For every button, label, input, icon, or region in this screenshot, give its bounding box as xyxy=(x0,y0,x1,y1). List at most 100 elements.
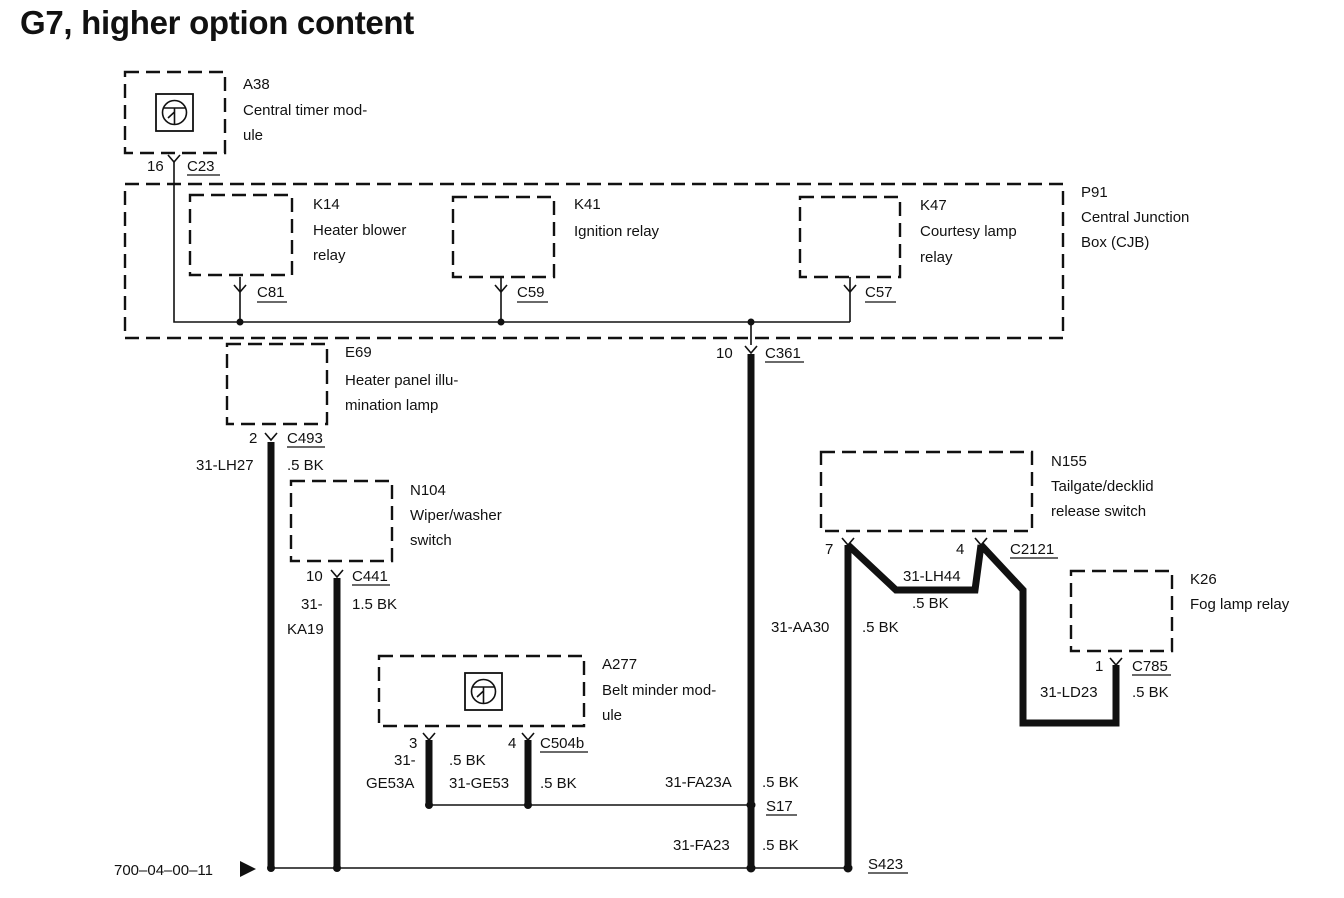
fa23a-size: .5 BK xyxy=(762,774,799,791)
e69-name-1: Heater panel illu- xyxy=(345,372,458,389)
connector-chevron-icon xyxy=(422,732,436,742)
n104-name-1: Wiper/washer xyxy=(410,507,502,524)
n104-name-2: switch xyxy=(410,532,452,549)
p91-box xyxy=(123,182,1065,340)
lh27-size: .5 BK xyxy=(287,457,324,474)
connector-chevron-icon xyxy=(974,537,988,547)
n155-box xyxy=(819,450,1034,533)
k14-name-2: relay xyxy=(313,247,346,264)
component-p91: P91 Central Junction Box (CJB) xyxy=(123,162,1189,345)
a38-pin: 16 xyxy=(147,158,164,175)
junction-dot xyxy=(524,801,532,809)
n104-id: N104 xyxy=(410,482,446,499)
cjb-drops xyxy=(239,277,851,345)
junction-dot xyxy=(236,318,244,326)
lh44-code: 31-LH44 xyxy=(903,568,961,585)
c361-label: C361 xyxy=(765,345,801,362)
n104-pin: 10 xyxy=(306,568,323,585)
ge53-size: .5 BK xyxy=(540,775,577,792)
k47-box xyxy=(798,195,902,279)
aa30-code: 31-AA30 xyxy=(771,619,829,636)
connector-chevron-icon xyxy=(744,345,758,355)
k26-name-1: Fog lamp relay xyxy=(1190,596,1290,613)
wire-lh44 xyxy=(845,542,985,594)
module-symbol-icon xyxy=(464,672,503,711)
ge53a-code-2: GE53A xyxy=(366,775,414,792)
a38-name-2: ule xyxy=(243,127,263,144)
lh44-size: .5 BK xyxy=(912,595,949,612)
c785-label: C785 xyxy=(1132,658,1168,675)
e69-pin: 2 xyxy=(249,430,257,447)
component-n104: N104 Wiper/washer switch 10 C441 31- KA1… xyxy=(287,479,502,638)
c441-label: C441 xyxy=(352,568,388,585)
ge53a-size: .5 BK xyxy=(449,752,486,769)
ge53a-code-1: 31- xyxy=(394,752,416,769)
cjb-ground-bus xyxy=(173,162,850,323)
ka19-code-1: 31- xyxy=(301,596,323,613)
k14-id: K14 xyxy=(313,196,340,213)
c504b-label: C504b xyxy=(540,735,584,752)
e69-id: E69 xyxy=(345,344,372,361)
page-title: G7, higher option content xyxy=(20,4,414,41)
n155-pin-7: 7 xyxy=(825,541,833,558)
connector-c361: 10 C361 xyxy=(716,345,804,363)
k47-name-2: relay xyxy=(920,249,953,266)
connector-chevron-icon xyxy=(841,537,855,547)
p91-id: P91 xyxy=(1081,184,1108,201)
a277-box xyxy=(377,654,586,728)
a277-id: A277 xyxy=(602,656,637,673)
component-k47: K47 Courtesy lamp relay C57 xyxy=(798,195,1017,303)
aa30-size: .5 BK xyxy=(862,619,899,636)
k41-id: K41 xyxy=(574,196,601,213)
n104-box xyxy=(289,479,394,563)
junction-dot xyxy=(425,801,433,809)
k14-name-1: Heater blower xyxy=(313,222,406,239)
c23-label: C23 xyxy=(187,158,215,175)
module-symbol-icon xyxy=(155,93,194,132)
junction-dot xyxy=(497,318,505,326)
k26-pin: 1 xyxy=(1095,658,1103,675)
c361-pin: 10 xyxy=(716,345,733,362)
ld23-size: .5 BK xyxy=(1132,684,1169,701)
fa23-size: .5 BK xyxy=(762,837,799,854)
connector-chevron-icon xyxy=(843,284,857,294)
s17-label: S17 xyxy=(766,798,793,815)
connector-chevron-icon xyxy=(494,284,508,294)
a38-name-1: Central timer mod- xyxy=(243,102,367,119)
n155-pin-4: 4 xyxy=(956,541,964,558)
connector-chevron-icon xyxy=(167,154,181,164)
ka19-size: 1.5 BK xyxy=(352,596,397,613)
e69-name-2: mination lamp xyxy=(345,397,438,414)
k26-box xyxy=(1069,569,1174,653)
component-k41: K41 Ignition relay C59 xyxy=(451,195,660,303)
junction-dot xyxy=(746,800,756,810)
component-e69: E69 Heater panel illu- mination lamp 2 C… xyxy=(196,342,458,474)
connector-chevron-icon xyxy=(521,732,535,742)
k47-id: K47 xyxy=(920,197,947,214)
a38-box xyxy=(123,70,227,155)
c81-label: C81 xyxy=(257,284,285,301)
junction-dot xyxy=(843,863,853,873)
a38-id: A38 xyxy=(243,76,270,93)
connector-chevron-icon xyxy=(1109,657,1123,667)
k41-name-1: Ignition relay xyxy=(574,223,660,240)
arrow-right-icon xyxy=(240,861,256,877)
junction-dot xyxy=(267,864,275,872)
component-k26: K26 Fog lamp relay 1 C785 31-LD23 .5 BK xyxy=(1040,569,1290,701)
wire-ld23 xyxy=(978,542,1120,727)
fa23-code: 31-FA23 xyxy=(673,837,730,854)
k14-box xyxy=(188,193,294,277)
ka19-code-2: KA19 xyxy=(287,621,324,638)
fa23a-code: 31-FA23A xyxy=(665,774,732,791)
a277-pin-4: 4 xyxy=(508,735,516,752)
component-n155: N155 Tailgate/decklid release switch 7 4… xyxy=(771,450,1154,636)
ld23-code: 31-LD23 xyxy=(1040,684,1098,701)
ground-wires xyxy=(267,354,1120,868)
connector-chevron-icon xyxy=(264,432,278,442)
c493-label: C493 xyxy=(287,430,323,447)
lh27-code: 31-LH27 xyxy=(196,457,254,474)
junction-dot xyxy=(333,864,341,872)
junction-dot xyxy=(746,863,756,873)
connector-chevron-icon xyxy=(330,569,344,579)
